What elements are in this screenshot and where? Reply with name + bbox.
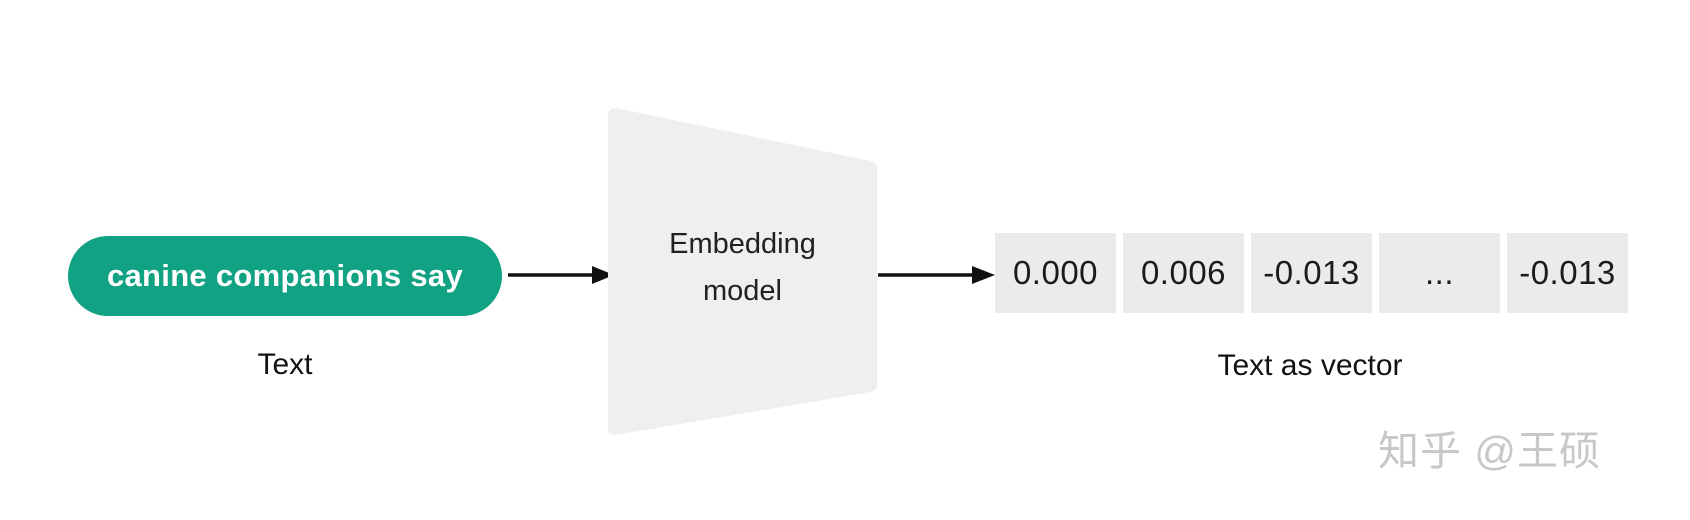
watermark: 知乎 @王硕: [1378, 428, 1602, 474]
input-label: Text: [257, 348, 313, 381]
input-text-pill: canine companions say: [68, 236, 502, 316]
vector-cell: ...: [1379, 233, 1500, 313]
vector-cell: 0.000: [995, 233, 1116, 313]
arrow-right-icon: [878, 266, 995, 284]
output-label: Text as vector: [1217, 349, 1403, 382]
embedding-model-shape: [608, 108, 877, 435]
input-text: canine companions say: [106, 258, 464, 293]
vector-cell: -0.013: [1251, 233, 1372, 313]
arrow-right-icon: [508, 266, 614, 284]
vector-cell: 0.006: [1123, 233, 1244, 313]
embedding-model-label: Embedding model: [669, 228, 816, 307]
vector-cell: -0.013: [1507, 233, 1628, 313]
